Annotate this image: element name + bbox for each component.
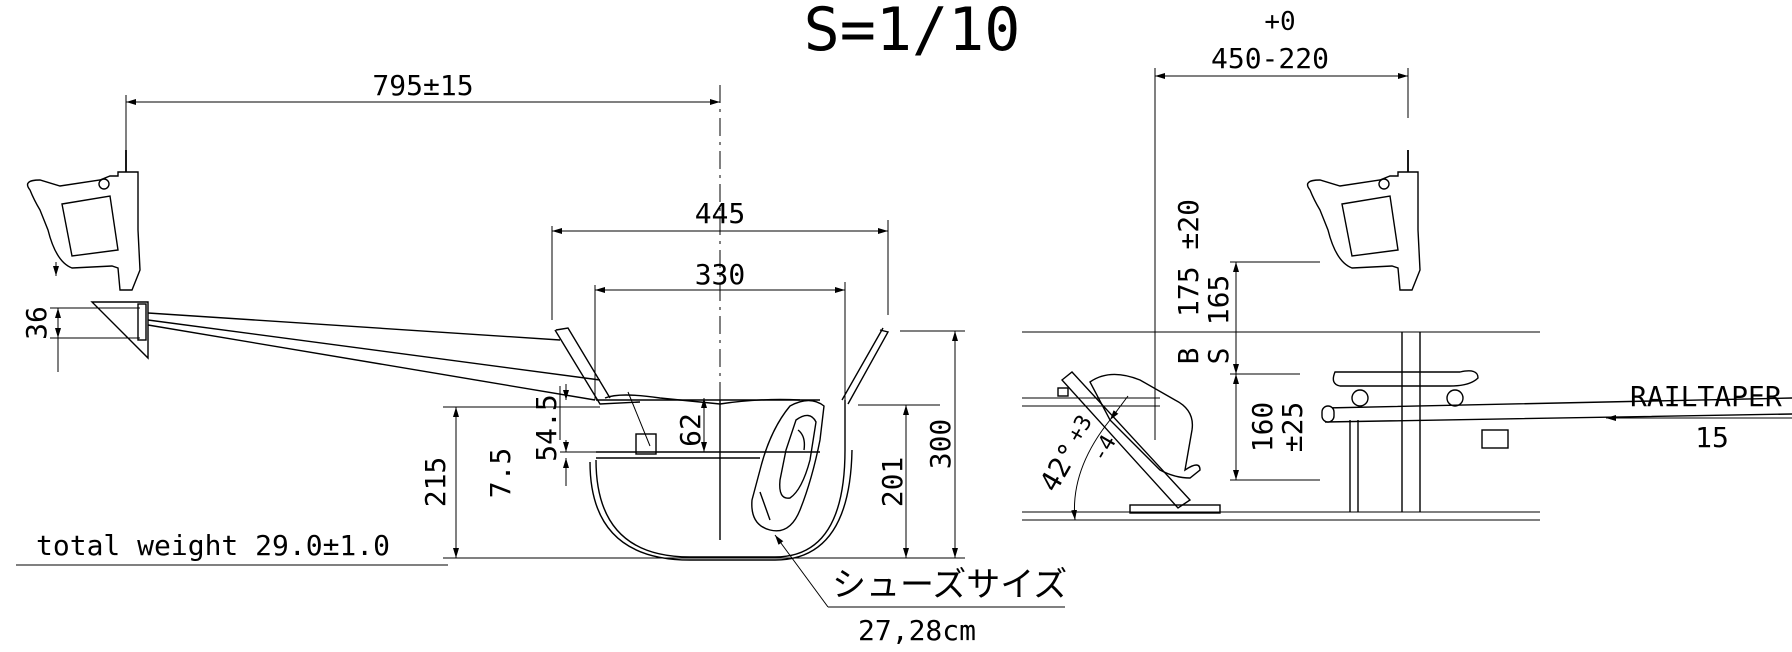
total-weight: total weight 29.0±1.0 — [36, 529, 390, 562]
skateboard — [1332, 370, 1479, 407]
dim-b-label: B — [1172, 348, 1205, 365]
scale-title: S=1/10 — [804, 0, 1021, 65]
dim-angle-tol-upper: +3 — [1063, 411, 1098, 446]
dim-seat-tol: ±25 — [1276, 402, 1309, 453]
dim-grip-offset: 36 — [20, 306, 53, 340]
dim-s-height: 165 — [1202, 275, 1235, 326]
rail-taper-label: RAILTAPER — [1630, 380, 1782, 413]
arm-upper — [147, 312, 561, 341]
seat — [604, 394, 801, 405]
dim-angle-main: 42° — [1033, 437, 1087, 497]
shoe — [751, 399, 825, 532]
dim-seat-height: 160 — [1246, 402, 1279, 453]
front-view: 795±15 445 330 36 — [16, 69, 1067, 647]
dim-seat-drop: 62 — [674, 413, 707, 447]
dim-width: 450-220 — [1211, 42, 1329, 75]
bowl-shell — [554, 327, 884, 558]
side-view: +0 450-220 — [1022, 7, 1792, 521]
dim-width-tol-upper: +0 — [1264, 7, 1295, 37]
rail-taper-value: 15 — [1695, 421, 1729, 454]
dim-offset-mid: 54.5 — [530, 394, 563, 461]
dim-b-height: 175 ±20 — [1172, 199, 1205, 317]
shoe-size-value: 27,28cm — [858, 614, 976, 647]
hinge-bracket — [90, 301, 149, 360]
dim-inner-width: 330 — [695, 258, 746, 291]
rail — [1324, 397, 1792, 423]
shoe-size-label: シューズサイズ — [832, 565, 1067, 605]
dim-height-total: 215 — [419, 457, 452, 508]
dim-s-label: S — [1202, 348, 1235, 365]
dim-outer-width: 445 — [695, 197, 746, 230]
dim-bowl-outer: 300 — [924, 419, 957, 470]
dim-offset-small: 7.5 — [484, 448, 517, 499]
dim-angle-tol-lower: -4 — [1087, 431, 1122, 466]
dim-bowl-inner: 201 — [876, 457, 909, 508]
controller-grip-left — [26, 150, 141, 291]
controller-grip-right — [1306, 150, 1421, 291]
dim-reach: 795±15 — [372, 69, 473, 102]
side-boot — [1057, 371, 1221, 514]
